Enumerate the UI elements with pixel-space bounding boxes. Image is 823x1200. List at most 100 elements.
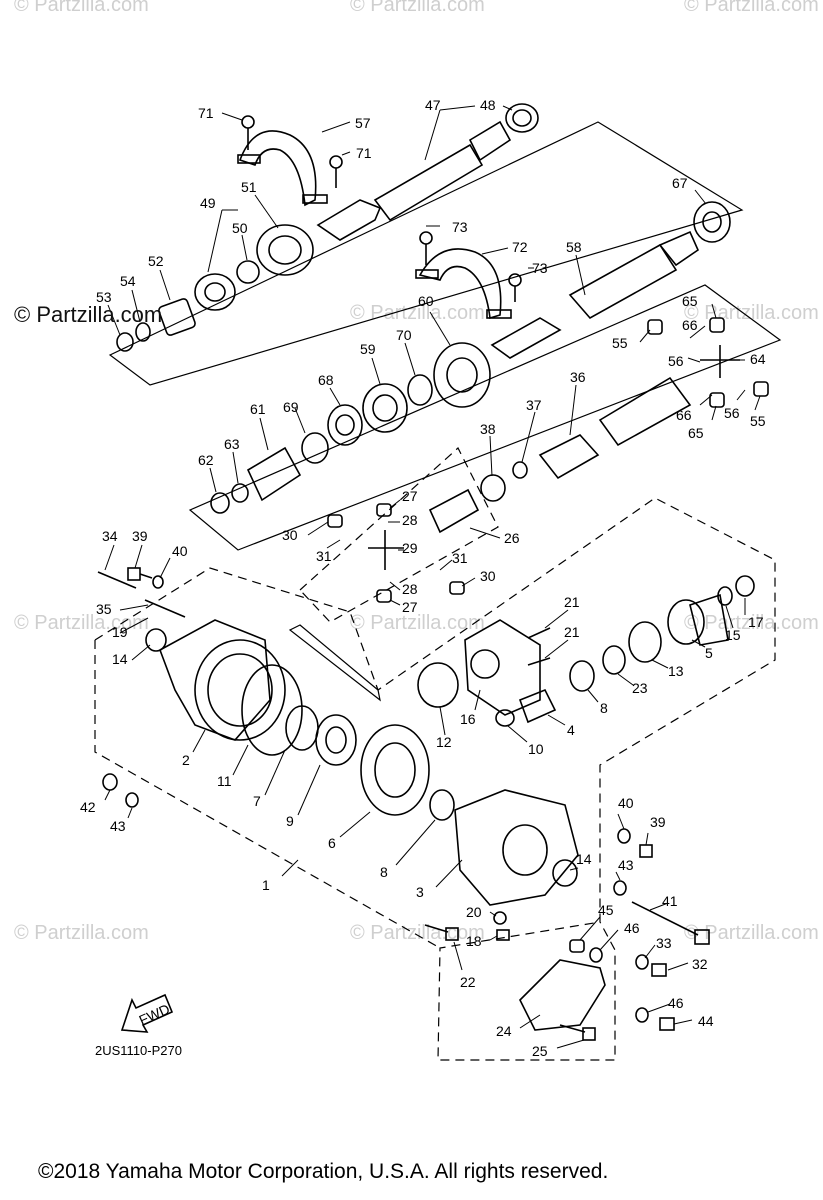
callout-label: 58 [566, 239, 582, 255]
nut-42 [102, 773, 118, 791]
callout-label: 27 [402, 488, 418, 504]
watermark: © Partzilla.com [684, 922, 819, 944]
washer-43-left [125, 792, 139, 808]
main-assembly-outline-left [94, 640, 441, 949]
callout-label: 54 [120, 273, 136, 289]
bearing-cap-30-left [327, 514, 343, 528]
bolt-44 [659, 1017, 675, 1031]
callout-label: 52 [148, 253, 164, 269]
washer-54 [135, 322, 151, 342]
callout-label: 56 [724, 405, 740, 421]
watermark: © Partzilla.com [14, 612, 149, 634]
bearing-10 [495, 709, 515, 727]
boot-67 [693, 201, 731, 243]
callout-label: 65 [688, 425, 704, 441]
bearing-8-upper [569, 660, 595, 692]
callout-label: 70 [396, 327, 412, 343]
callout-label: 59 [360, 341, 376, 357]
callout-label: 28 [402, 512, 418, 528]
watermark: © Partzilla.com [684, 612, 819, 634]
callout-label: 31 [316, 548, 332, 564]
callout-label: 57 [355, 115, 371, 131]
bolt-22 [424, 924, 459, 941]
bearing-68 [327, 404, 363, 446]
bolt-39-right [639, 844, 653, 858]
oil-seal-69 [301, 432, 329, 464]
oil-seal-70 [407, 374, 433, 406]
o-ring-12 [417, 662, 459, 708]
callout-label: 65 [682, 293, 698, 309]
callout-label: 6 [328, 835, 336, 851]
bolt-73-left [419, 231, 433, 265]
washer-43-right [613, 880, 627, 896]
callout-label: 20 [466, 904, 482, 920]
bolt-71-top [241, 115, 255, 150]
yoke-26 [428, 488, 480, 534]
callout-label: 12 [436, 734, 452, 750]
brand-watermark: © Partzilla.com [14, 302, 163, 327]
washer-15 [717, 586, 733, 606]
callout-label: 47 [425, 97, 441, 113]
callout-label: 33 [656, 935, 672, 951]
callout-label: 68 [318, 372, 334, 388]
callout-label: 13 [668, 663, 684, 679]
callout-label: 1 [262, 877, 270, 893]
callout-label: 60 [418, 293, 434, 309]
callout-label: 39 [132, 528, 148, 544]
diagram-reference-code: 2US1110-P270 [95, 1043, 182, 1058]
callout-label: 73 [452, 219, 468, 235]
ring-gear-6 [360, 724, 430, 816]
leader-lines [104, 105, 761, 1049]
callout-label: 46 [668, 995, 684, 1011]
callout-label: 25 [532, 1043, 548, 1059]
callout-label: 66 [676, 407, 692, 423]
bearing-49 [194, 273, 236, 311]
callout-label: 39 [650, 814, 666, 830]
callout-label: 38 [480, 421, 496, 437]
yoke-61 [246, 446, 302, 502]
long-bolt-41 [631, 901, 710, 945]
nut-17 [735, 575, 755, 597]
callout-label: 5 [705, 645, 713, 661]
callout-label: 4 [567, 722, 575, 738]
bolt-39-left [127, 567, 153, 581]
callout-label: 56 [668, 353, 684, 369]
propeller-shaft-47 [316, 120, 512, 241]
callout-label: 44 [698, 1013, 714, 1029]
gear-case-3 [454, 789, 579, 906]
callout-label: 9 [286, 813, 294, 829]
callout-label: 62 [198, 452, 214, 468]
bearing-cap-30-right [449, 581, 465, 595]
callout-label: 48 [480, 97, 496, 113]
collar-45 [569, 939, 585, 953]
bearing-bracket-57 [237, 130, 328, 207]
callout-label: 36 [570, 369, 586, 385]
bracket-24 [519, 959, 606, 1031]
callout-label: 32 [692, 956, 708, 972]
circlip-23 [602, 645, 626, 675]
callout-label: 30 [282, 527, 298, 543]
callout-label: 49 [200, 195, 216, 211]
watermark: © Partzilla.com [684, 0, 819, 16]
bolt-73-right [508, 273, 522, 302]
callout-label: 7 [253, 793, 261, 809]
callout-label: 11 [217, 773, 232, 789]
washer-63 [231, 483, 249, 503]
pin-35 [144, 599, 186, 618]
bearing-cap-55-right [753, 381, 769, 397]
bearing-9 [315, 714, 357, 766]
bearing-holder-60 [433, 342, 491, 408]
washer-40-right [617, 828, 631, 844]
callout-label: 8 [600, 700, 608, 716]
callout-label: 18 [466, 933, 482, 949]
coupling-52 [158, 298, 196, 336]
callout-label: 15 [725, 627, 741, 643]
nut-53 [116, 332, 134, 352]
washer-33 [635, 954, 649, 970]
callout-label: 69 [283, 399, 299, 415]
callout-label: 64 [750, 351, 766, 367]
oil-seal-14-left [145, 628, 167, 652]
fwd-arrow-icon: FWD [120, 993, 174, 1033]
callout-label: 10 [528, 741, 544, 757]
